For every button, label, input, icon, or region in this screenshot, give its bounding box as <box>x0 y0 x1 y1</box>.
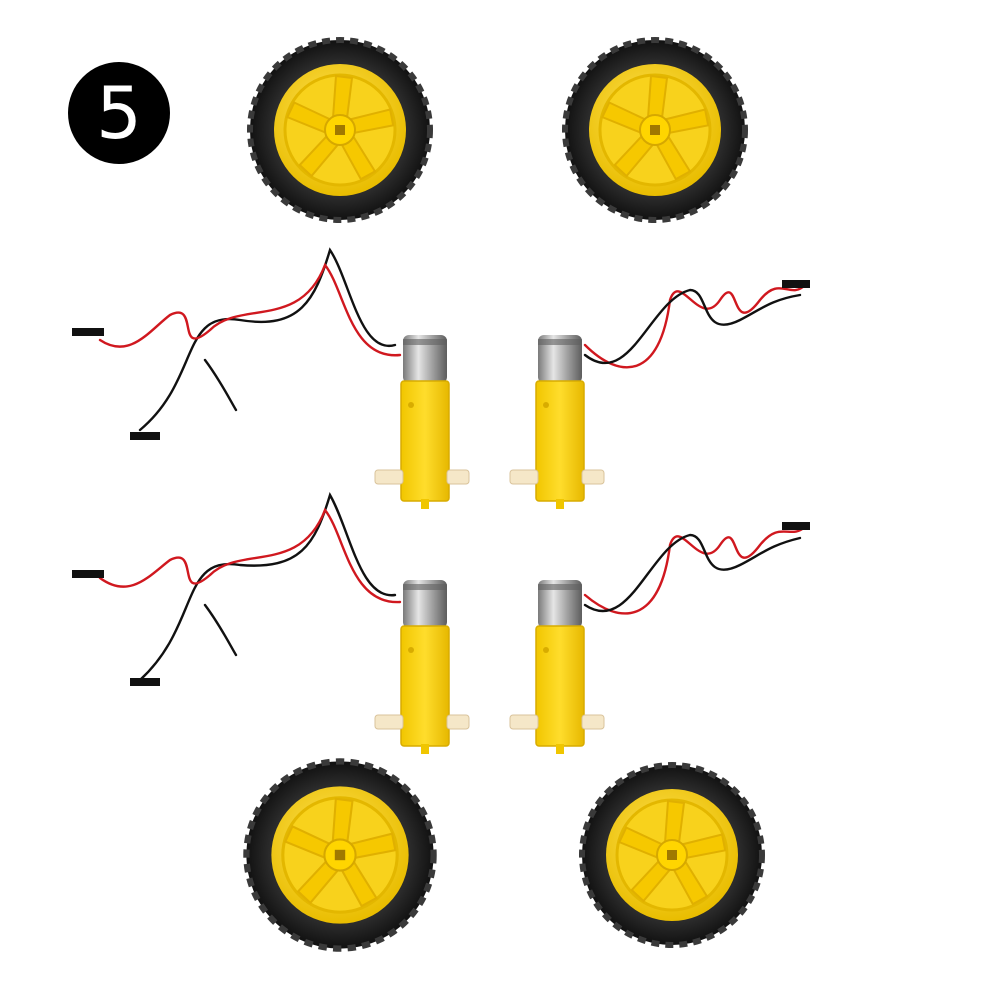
wheel <box>246 761 433 948</box>
quantity-badge: 5 <box>68 62 170 164</box>
wheel <box>582 765 762 945</box>
gear-motor <box>374 334 470 510</box>
quantity-number: 5 <box>96 71 142 155</box>
wheel <box>250 40 430 220</box>
motor-wires <box>72 247 402 686</box>
wheel <box>565 40 745 220</box>
gear-motor <box>509 579 605 755</box>
motor-wires <box>583 280 810 615</box>
gear-motor <box>374 579 470 755</box>
gear-motor <box>509 334 605 510</box>
